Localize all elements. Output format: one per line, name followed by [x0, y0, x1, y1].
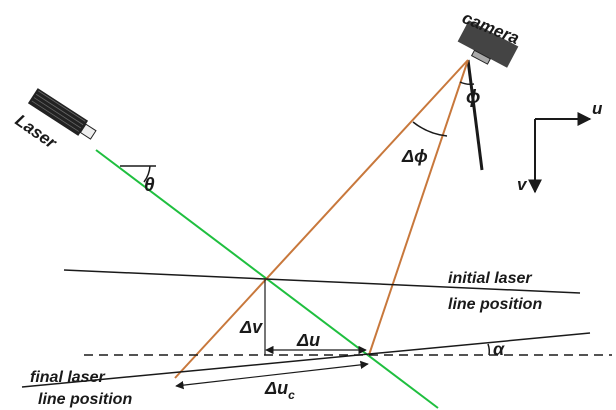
delta-v-label: Δv: [239, 317, 263, 337]
camera-vertical-axis: [466, 59, 484, 171]
theta-arc: [143, 165, 151, 183]
delta-uc-label: Δuc: [264, 378, 295, 402]
delta-phi-label: Δϕ: [401, 146, 428, 166]
camera-device: [457, 20, 519, 68]
final-laser-line: [21, 332, 591, 388]
alpha-arc: [487, 343, 491, 356]
camera-body: [457, 20, 519, 68]
theta-label: θ: [144, 175, 155, 196]
final-line-label-1: final laser: [30, 369, 105, 386]
u-axis-label: u: [592, 99, 603, 118]
phi-arc: [459, 81, 475, 86]
camera-ray-intersection: [368, 59, 469, 356]
laser-nozzle: [79, 123, 97, 140]
phi-label: ϕ: [466, 87, 480, 108]
delta-phi-arc: [412, 121, 448, 137]
delta-uc-arrow: [175, 360, 369, 390]
delta-uc-main: Δu: [264, 378, 288, 398]
final-line-label-2: line position: [38, 391, 132, 408]
laser-device: [27, 88, 97, 140]
initial-line-label-1: initial laser: [448, 270, 532, 287]
delta-uc-subscript: c: [288, 388, 295, 402]
camera-lens: [470, 49, 491, 65]
camera-ray-final: [174, 59, 469, 379]
alpha-label: α: [493, 339, 505, 359]
laser-texture: [31, 90, 86, 132]
v-axis-label: v: [517, 175, 528, 194]
laser-body: [27, 88, 89, 136]
delta-u-label: Δu: [296, 330, 320, 350]
initial-laser-line: [63, 269, 581, 294]
initial-line-label-2: line position: [448, 296, 542, 313]
